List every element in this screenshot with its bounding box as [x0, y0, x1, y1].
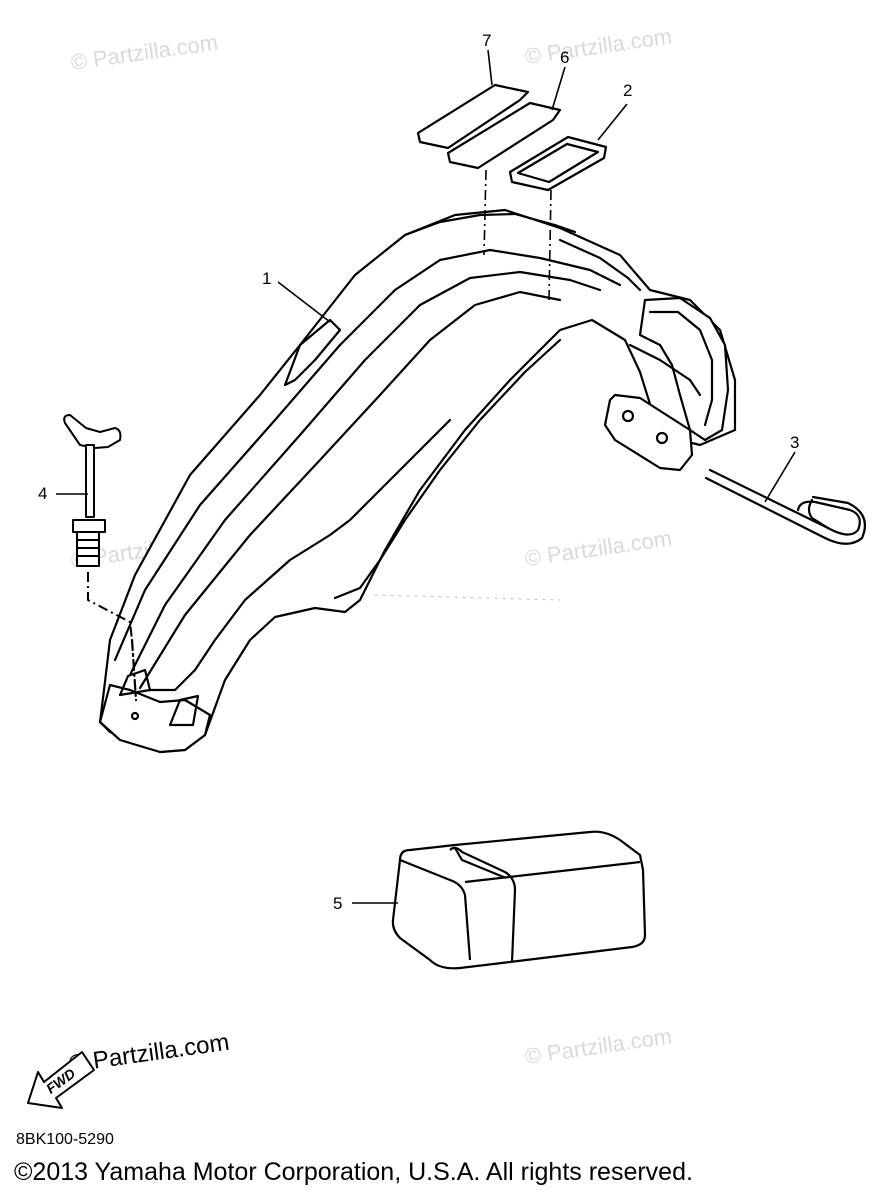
part-3-rod [704, 468, 866, 545]
callout-3: 3 [790, 433, 799, 452]
callout-5: 5 [333, 894, 342, 913]
watermark: © Partzilla.com [523, 526, 673, 571]
decal-guides [483, 169, 552, 301]
watermark: © Partzilla.com [69, 30, 219, 75]
diagram-code: 8BK100-5290 [16, 1131, 114, 1148]
callout-6: 6 [560, 48, 569, 67]
forward-arrow-icon: FWD [27, 1051, 95, 1109]
callout-labels: 1 2 3 4 5 6 7 [38, 31, 799, 913]
part-2-emblem [508, 135, 608, 192]
watermark: © Partzilla.com [523, 1024, 673, 1069]
part-1-fender [98, 208, 737, 754]
callout-7: 7 [482, 31, 491, 50]
callout-2: 2 [623, 81, 632, 100]
watermark: © Partzilla.com [523, 24, 673, 69]
callout-4: 4 [38, 484, 47, 503]
callout-1: 1 [262, 269, 271, 288]
part-5-pouch [391, 830, 647, 970]
copyright-notice: ©2013 Yamaha Motor Corporation, U.S.A. A… [14, 1158, 693, 1186]
callout-leaders [56, 49, 796, 904]
part-6-decal [446, 101, 562, 170]
part-4-wing-bolt [63, 414, 133, 641]
part-7-decal [416, 83, 530, 150]
